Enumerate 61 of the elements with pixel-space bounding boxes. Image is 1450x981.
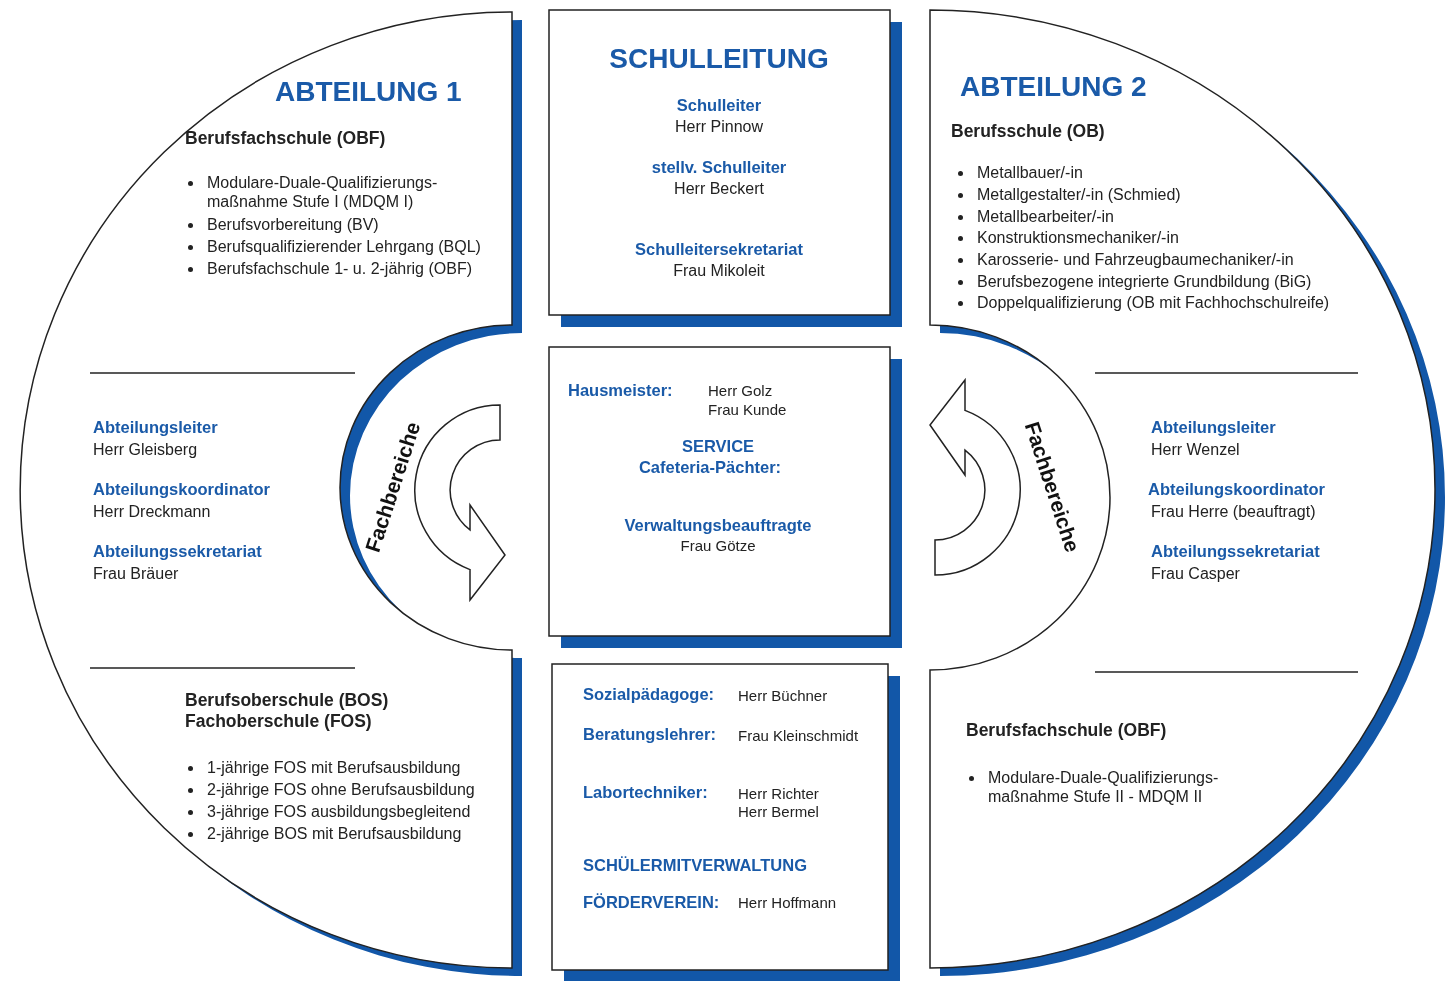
person-name: Herr Pinnow [675,117,763,137]
person-name: Herr Hoffmann [738,894,837,912]
role-label: Abteilungskoordinator [93,480,270,500]
list-item: Doppelqualifizierung (OB mit Fachhochschulreife) [977,293,1330,313]
list-item: Konstruktionsmechaniker/-in [977,228,1179,248]
list-item: Karosserie- und Fahrzeugbaumechaniker/-in [977,250,1294,270]
person-name: Herr Beckert [674,179,764,199]
role-label: Schulleitersekretariat [635,240,803,260]
subheading: Berufsoberschule (BOS) Fachoberschule (FOS) [185,690,390,732]
role-label: Verwaltungsbeauftragte [624,516,812,536]
list-item: Metallbauer/-in [977,163,1083,183]
list-item: Berufsfachschule 1- u. 2-jährig (OBF) [207,259,472,279]
list-item: Berufsvorbereitung (BV) [207,215,379,235]
list-item: 1-jährige FOS mit Berufsausbildung [207,758,461,778]
list-item: Modulare-Duale-Qualifizierungs- maßnahme Stufe II - MDQM II [988,768,1220,807]
role-label: Abteilungssekretariat [93,542,262,562]
subheading: Berufsfachschule (OBF) [966,720,1167,741]
person-name: Frau Mikoleit [673,261,765,281]
role-label: Sozialpädagoge: [583,685,715,705]
info-box [550,662,902,981]
list-item: Berufsqualifizierender Lehrgang (BQL) [207,237,481,257]
person-name: Herr Golz [708,382,773,400]
person-name: Frau Götze [680,537,756,555]
role-label: Cafeteria-Pächter: [638,458,782,478]
info-box [547,8,905,330]
list-item: Modulare-Duale-Qualifizierungs- maßnahme Stufe I (MDQM I) [207,173,439,212]
person-name: Herr Dreckmann [93,502,211,522]
heading: SCHULLEITUNG [609,42,829,76]
role-label: Labortechniker: [583,783,708,803]
person-name: Herr Bermel [738,803,819,821]
person-name: Frau Bräuer [93,564,179,584]
list-item: 2-jährige BOS mit Berufsausbildung [207,824,462,844]
person-name: Frau Herre (beauftragt) [1151,502,1316,522]
subheading: Berufsschule (OB) [951,121,1105,142]
person-name: Herr Gleisberg [93,440,198,460]
list-item: 2-jährige FOS ohne Berufsausbildung [207,780,475,800]
list-item: 3-jährige FOS ausbildungsbegleitend [207,802,471,822]
heading: ABTEILUNG 2 [960,70,1147,104]
role-label: SERVICE [681,437,755,457]
role-label: SCHÜLERMITVERWALTUNG [583,856,807,876]
list-item: Berufsbezogene integrierte Grundbildung (BiG) [977,272,1312,292]
role-label: Abteilungsleiter [93,418,218,438]
info-box [547,345,905,650]
list-item: Metallbearbeiter/-in [977,207,1114,227]
person-name: Herr Wenzel [1151,440,1240,460]
role-label: Schulleiter [676,96,762,116]
role-label: Hausmeister: [568,381,673,401]
role-label: stellv. Schulleiter [651,158,787,178]
role-label: Abteilungssekretariat [1151,542,1320,562]
role-label: Abteilungskoordinator [1148,480,1325,500]
person-name: Herr Richter [738,785,819,803]
heading: ABTEILUNG 1 [275,75,462,109]
role-label: FÖRDERVEREIN: [583,893,720,913]
role-label: Abteilungsleiter [1151,418,1276,438]
list-item: Metallgestalter/-in (Schmied) [977,185,1181,205]
person-name: Frau Casper [1151,564,1240,584]
person-name: Frau Kleinschmidt [738,727,859,745]
person-name: Herr Büchner [738,687,828,705]
person-name: Frau Kunde [708,401,787,419]
subheading: Berufsfachschule (OBF) [185,128,386,149]
role-label: Beratungslehrer: [583,725,716,745]
